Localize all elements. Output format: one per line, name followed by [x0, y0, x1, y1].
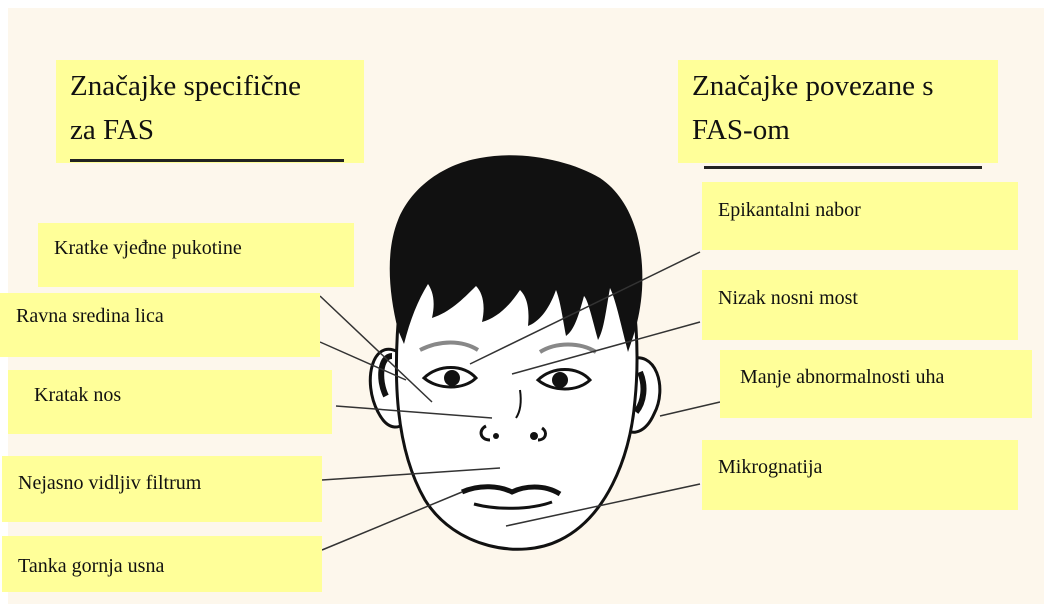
heading-specific-features: Značajke specifične za FAS	[56, 60, 364, 163]
label-short-palpebral: Kratke vjeđne pukotine	[38, 223, 354, 287]
heading-specific-line1: Značajke specifične	[70, 64, 354, 108]
label-philtrum: Nejasno vidljiv filtrum	[2, 456, 322, 522]
label-philtrum-text: Nejasno vidljiv filtrum	[18, 472, 201, 494]
label-ear: Manje abnormalnosti uha	[720, 350, 1032, 418]
heading-associated-line2: FAS-om	[692, 108, 988, 152]
label-flat-midface-text: Ravna sredina lica	[16, 305, 164, 327]
label-epicanthal-text: Epikantalni nabor	[718, 199, 861, 221]
left-pupil	[444, 370, 460, 386]
nostril-left-dot	[493, 433, 499, 439]
heading-left-underline	[70, 159, 344, 162]
heading-specific-line2: za FAS	[70, 108, 354, 152]
label-thin-lip-text: Tanka gornja usna	[18, 555, 164, 577]
label-micrognathia: Mikrognatija	[702, 440, 1018, 510]
nostril-right-dot	[530, 432, 538, 440]
label-flat-midface: Ravna sredina lica	[0, 293, 320, 357]
label-short-nose-text: Kratak nos	[34, 384, 121, 406]
label-micrognathia-text: Mikrognatija	[718, 456, 822, 478]
label-short-palpebral-text: Kratke vjeđne pukotine	[54, 237, 242, 259]
label-nasal-bridge-text: Nizak nosni most	[718, 287, 858, 309]
right-pupil	[552, 372, 568, 388]
heading-associated-features: Značajke povezane s FAS-om	[678, 60, 998, 163]
label-ear-text: Manje abnormalnosti uha	[740, 366, 944, 388]
label-epicanthal: Epikantalni nabor	[702, 182, 1018, 250]
leader-ear	[660, 402, 720, 416]
label-nasal-bridge: Nizak nosni most	[702, 270, 1018, 340]
label-thin-lip: Tanka gornja usna	[2, 536, 322, 592]
heading-associated-line1: Značajke povezane s	[692, 64, 988, 108]
diagram-canvas: Značajke specifične za FAS Značajke pove…	[8, 8, 1044, 604]
label-short-nose: Kratak nos	[8, 370, 332, 434]
heading-right-underline	[704, 166, 982, 169]
